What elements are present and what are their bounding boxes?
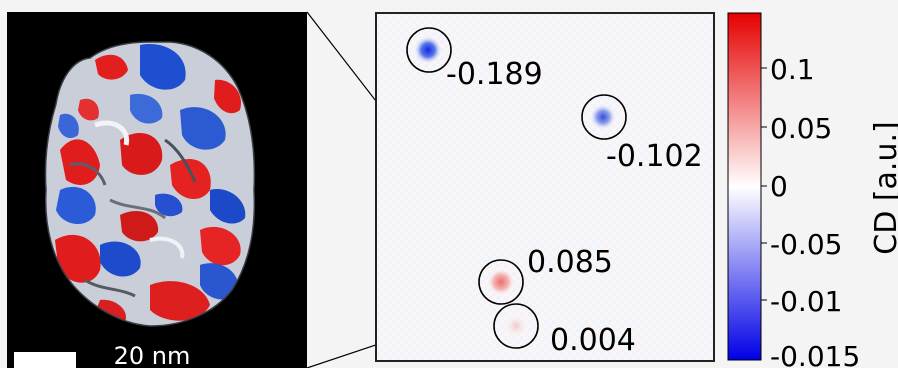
colorbar-tick-label: -0.05 (770, 228, 842, 261)
colorbar-tick-label: 0.05 (770, 112, 832, 145)
cd-spot-1 (414, 36, 442, 64)
colorbar-tick-label: 0 (770, 170, 788, 203)
colorbar: 0.1 0.05 0 -0.05 -0.01 -0.015 CD [a.u.] (727, 12, 898, 368)
cd-map-panel: -0.189 -0.102 0.085 0.004 (375, 12, 715, 362)
cd-spot-label-4: 0.004 (550, 323, 636, 358)
particle-surface (45, 42, 255, 326)
particle-outline (44, 41, 256, 327)
colorbar-tick-label: -0.01 (770, 285, 842, 318)
colorbar-gradient (727, 12, 762, 361)
cd-spot-2 (590, 104, 616, 130)
cd-map-frame (375, 12, 715, 362)
cd-map-background (376, 13, 714, 361)
colorbar-tick-label: -0.015 (770, 340, 860, 368)
scale-bar-label: 20 nm (114, 342, 191, 368)
cd-spot-marker-3 (478, 259, 524, 305)
colorbar-tick-label: 0.1 (770, 53, 815, 86)
cd-spot-label-1: -0.189 (446, 57, 543, 92)
cd-spot-marker-1 (406, 27, 452, 73)
colorbar-ticks (761, 67, 767, 301)
cd-spot-label-3: 0.085 (527, 245, 613, 280)
particle-panel: 20 nm (7, 12, 307, 368)
colorbar-title: CD [a.u.] (869, 121, 898, 254)
cd-spot-marker-2 (581, 94, 627, 140)
scale-bar (14, 352, 76, 368)
cd-spot-3 (488, 269, 514, 295)
cd-spot-4 (505, 315, 527, 337)
cd-spot-marker-4 (493, 303, 539, 349)
cd-spot-label-2: -0.102 (606, 139, 703, 174)
